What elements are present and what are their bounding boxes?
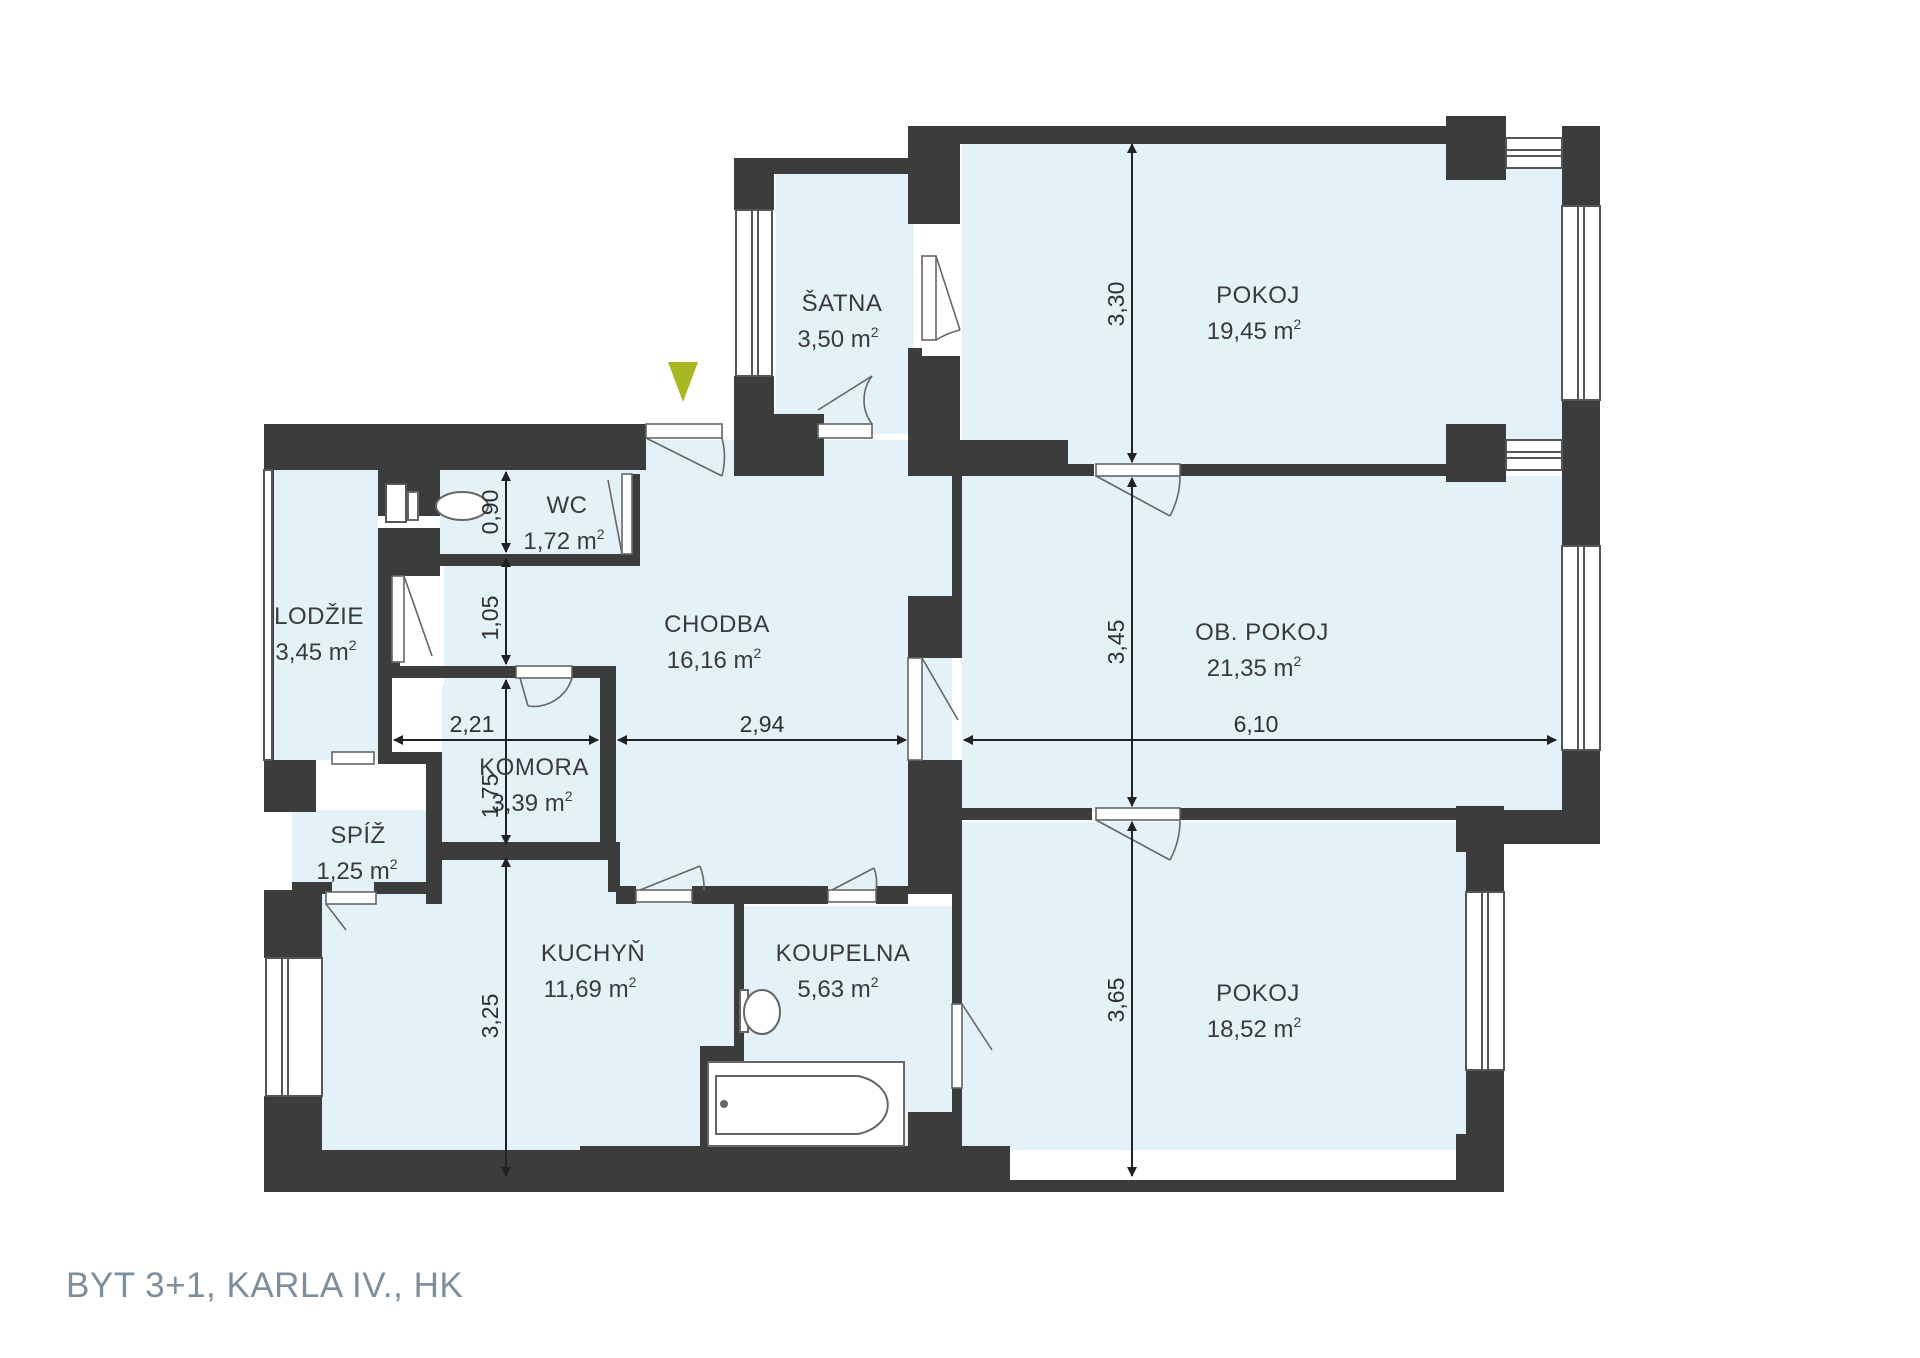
dim-label-ob-pokoj-width: 6,10 xyxy=(1234,711,1279,737)
room-name-wc: WC xyxy=(547,492,588,519)
room-labels: ŠATNA 3,50 m2 POKOJ 19,45 m2 WC 1,72 m2 … xyxy=(274,282,1329,1043)
window-pokoj-top-a xyxy=(1505,137,1563,169)
room-area-pokoj-bottom: 18,52 m2 xyxy=(1207,1014,1302,1043)
room-name-satna: ŠATNA xyxy=(802,289,883,317)
window-pokoj-bottom xyxy=(1465,891,1505,1071)
bathtub-icon xyxy=(707,1061,905,1147)
dim-label-wc-height: 0,90 xyxy=(477,490,503,535)
window-satna xyxy=(735,209,773,377)
window-lodzie xyxy=(263,469,273,761)
windows xyxy=(263,137,1601,1097)
room-name-kuchyn: KUCHYŇ xyxy=(541,940,645,967)
room-area-ob-pokoj: 21,35 m2 xyxy=(1207,653,1302,682)
window-ob-pokoj-a xyxy=(1505,439,1563,471)
room-area-satna: 3,50 m2 xyxy=(797,324,878,353)
toilet-icon xyxy=(739,989,781,1035)
dim-label-chodba-passage: 1,05 xyxy=(477,596,503,641)
dimension-lines xyxy=(393,143,1557,1177)
window-kuchyn xyxy=(265,957,323,1097)
room-name-spiz: SPÍŽ xyxy=(330,822,385,849)
room-area-komora: 3,39 m2 xyxy=(491,788,572,817)
floor-lodzie xyxy=(268,470,378,760)
dim-label-pokoj-bottom-height: 3,65 xyxy=(1103,978,1129,1023)
room-name-pokoj-top: POKOJ xyxy=(1216,282,1300,309)
dimension-labels: 3,30 0,90 1,05 3,45 2,21 2,94 6,10 1,75 … xyxy=(450,282,1279,1039)
dim-label-ob-pokoj-height: 3,45 xyxy=(1103,620,1129,665)
toilet-icon xyxy=(407,491,489,521)
room-area-spiz: 1,25 m2 xyxy=(316,856,397,885)
window-wc xyxy=(385,483,407,523)
dim-label-kuchyn-height: 3,25 xyxy=(477,994,503,1039)
floor-komora xyxy=(442,686,610,846)
room-name-lodzie: LODŽIE xyxy=(274,603,364,630)
window-ob-pokoj-b xyxy=(1561,545,1601,751)
fixtures xyxy=(407,491,905,1147)
dim-label-komora-width: 2,21 xyxy=(450,711,495,737)
floor-satna xyxy=(776,172,914,434)
dim-label-pokoj-top-height: 3,30 xyxy=(1103,282,1129,327)
entrance-triangle-icon xyxy=(668,362,698,402)
room-area-chodba: 16,16 m2 xyxy=(667,645,762,674)
room-area-wc: 1,72 m2 xyxy=(523,526,604,555)
window-pokoj-top-b xyxy=(1561,205,1601,401)
floor-pokoj-top xyxy=(962,142,1562,466)
room-area-lodzie: 3,45 m2 xyxy=(275,637,356,666)
room-name-komora: KOMORA xyxy=(479,754,589,781)
room-area-kuchyn: 11,69 m2 xyxy=(544,974,637,1003)
plan-caption: BYT 3+1, KARLA IV., HK xyxy=(66,1266,464,1305)
floor-kuchyn xyxy=(322,860,736,1150)
room-name-koupelna: KOUPELNA xyxy=(776,940,911,967)
room-area-pokoj-top: 19,45 m2 xyxy=(1207,316,1302,345)
room-name-chodba: CHODBA xyxy=(664,611,770,638)
dim-label-komora-height: 1,75 xyxy=(477,774,503,819)
floor-pokoj-bottom xyxy=(962,822,1474,1150)
room-name-pokoj-bottom: POKOJ xyxy=(1216,980,1300,1007)
floor-ob-pokoj xyxy=(962,476,1562,812)
room-name-ob-pokoj: OB. POKOJ xyxy=(1195,619,1329,646)
dim-label-chodba-width: 2,94 xyxy=(740,711,785,737)
room-area-koupelna: 5,63 m2 xyxy=(797,974,878,1003)
